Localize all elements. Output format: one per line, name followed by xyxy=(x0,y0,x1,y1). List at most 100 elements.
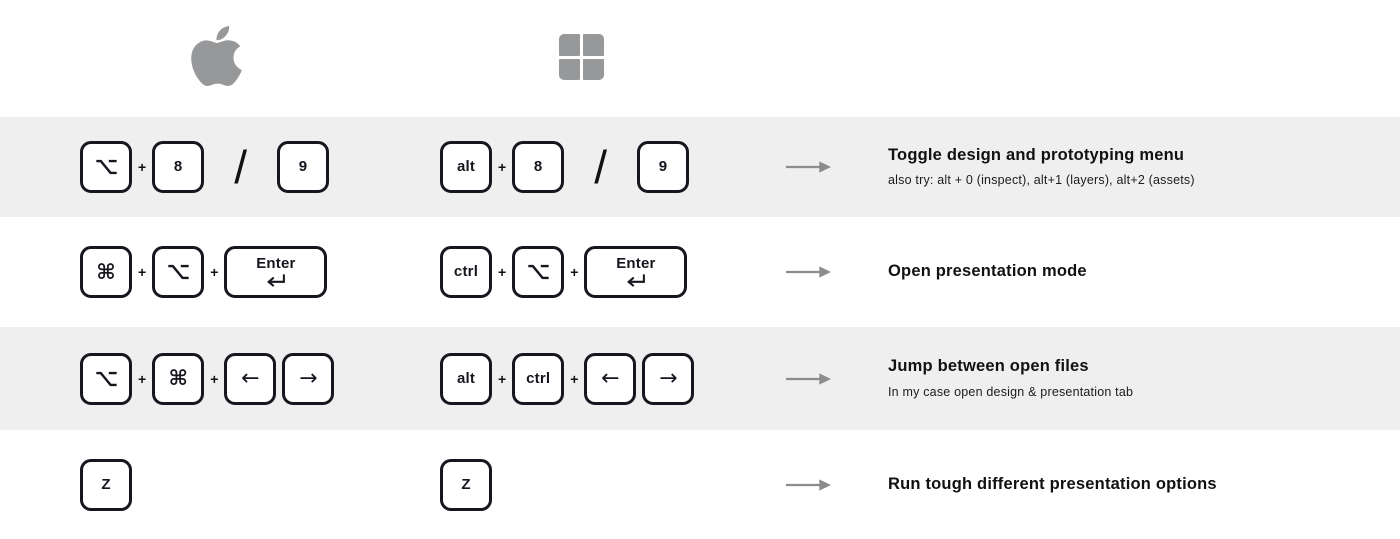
shortcut-subtitle: In my case open design & presentation ta… xyxy=(888,384,1134,399)
plus-separator: + xyxy=(138,370,147,387)
shortcut-description: Open presentation mode xyxy=(888,262,1400,282)
plus-separator: + xyxy=(498,264,507,280)
mac-keys: Z xyxy=(0,458,440,511)
windows-key-sequence: Z xyxy=(440,458,785,511)
windows-keys: alt +8 / 9 xyxy=(440,141,785,193)
shortcut-title: Toggle design and prototyping menu xyxy=(888,145,1185,164)
plus-separator: + xyxy=(570,370,579,387)
shortcut-row: Z Z Run tough different presentation optio… xyxy=(0,430,1400,539)
slash-separator: / xyxy=(594,141,607,193)
key-z: Z xyxy=(440,458,492,511)
command-icon: ⌘ xyxy=(168,366,188,390)
key-8: 8 xyxy=(152,141,205,193)
key-z: Z xyxy=(80,458,132,511)
option-icon xyxy=(527,264,550,280)
flow-arrow-cell xyxy=(785,371,888,387)
mac-key-sequence: + ⌘ + ← → xyxy=(80,352,440,405)
key-9-label: 9 xyxy=(298,158,308,176)
key-9: 9 xyxy=(276,141,329,193)
windows-keys: Z xyxy=(440,458,785,511)
plus-separator: + xyxy=(210,370,219,387)
plus-separator: + xyxy=(138,159,147,175)
slash-separator: / xyxy=(234,141,247,193)
key-option xyxy=(152,246,205,298)
key-9-label: 9 xyxy=(658,158,668,176)
key-9: 9 xyxy=(636,141,689,193)
key-command: ⌘ xyxy=(80,246,132,298)
mac-key-sequence: Z xyxy=(80,458,440,511)
key-enter-label: Enter xyxy=(256,255,296,273)
key-8-label: 8 xyxy=(173,158,183,176)
windows-key-sequence: alt + ctrl + ← → xyxy=(440,352,785,405)
return-icon xyxy=(263,273,288,288)
windows-keys: alt + ctrl + ← → xyxy=(440,352,785,405)
windows-logo-square xyxy=(583,58,604,80)
key-command: ⌘ xyxy=(152,352,205,405)
shortcut-description: Jump between open files In my case open d… xyxy=(888,357,1400,400)
key-option xyxy=(512,246,565,298)
key-z-label: Z xyxy=(101,475,111,493)
flow-arrow-cell xyxy=(785,477,888,493)
key-option xyxy=(80,141,132,193)
windows-keys: ctrl + + Enter xyxy=(440,246,785,298)
key-ctrl: ctrl xyxy=(440,246,492,298)
mac-key-sequence: ⌘++Enter xyxy=(80,246,440,298)
shortcut-description: Toggle design and prototyping menu also t… xyxy=(888,146,1400,189)
mac-keys: +8 / 9 xyxy=(0,141,440,193)
flow-arrow-cell xyxy=(785,264,888,280)
flow-arrow-icon xyxy=(785,264,832,280)
key-enter: Enter xyxy=(224,246,328,298)
key-option xyxy=(80,352,132,405)
option-icon xyxy=(95,371,118,387)
key-alt: alt xyxy=(440,141,492,193)
key-z-label: Z xyxy=(461,475,471,493)
windows-key-sequence: alt +8 / 9 xyxy=(440,141,785,193)
plus-separator: + xyxy=(498,370,507,387)
mac-key-sequence: +8 / 9 xyxy=(80,141,440,193)
key-alt: alt xyxy=(440,352,492,405)
flow-arrow-cell xyxy=(785,159,888,175)
flow-arrow-icon xyxy=(785,371,832,387)
shortcut-subtitle: also try: alt + 0 (inspect), alt+1 (laye… xyxy=(888,173,1195,188)
key-arrow-right: → xyxy=(282,352,335,405)
shortcut-row: ⌘++Enter ctrl + + Enter Open presentation mod… xyxy=(0,217,1400,327)
shortcut-title: Open presentation mode xyxy=(888,262,1087,281)
command-icon: ⌘ xyxy=(96,259,116,284)
windows-logo-square xyxy=(559,34,580,56)
plus-separator: + xyxy=(570,264,579,280)
platform-header xyxy=(0,0,1400,117)
shortcut-row: +8 / 9 alt +8 / 9 Toggle design and prototyping… xyxy=(0,117,1400,217)
option-icon xyxy=(167,264,190,280)
arrow-right-icon: → xyxy=(299,365,318,391)
key-ctrl-label: ctrl xyxy=(453,263,479,281)
key-alt-label: alt xyxy=(456,369,476,387)
plus-separator: + xyxy=(498,159,507,175)
windows-logo-square xyxy=(583,34,604,56)
flow-arrow-icon xyxy=(785,159,832,175)
key-arrow-left: ← xyxy=(584,352,637,405)
key-8-label: 8 xyxy=(533,158,543,176)
mac-keys: ⌘++Enter xyxy=(0,246,440,298)
key-enter: Enter xyxy=(584,246,688,298)
key-arrow-left: ← xyxy=(224,352,277,405)
key-alt-label: alt xyxy=(456,158,476,176)
key-enter-label: Enter xyxy=(616,255,656,273)
shortcut-rows: +8 / 9 alt +8 / 9 Toggle design and prototyping… xyxy=(0,117,1400,539)
mac-keys: + ⌘ + ← → xyxy=(0,352,440,405)
arrow-right-icon: → xyxy=(659,365,678,391)
shortcut-title: Jump between open files xyxy=(888,357,1089,376)
arrow-left-icon: ← xyxy=(241,365,260,391)
return-icon xyxy=(623,273,648,288)
flow-arrow-icon xyxy=(785,477,832,493)
windows-logo-square xyxy=(559,58,580,80)
option-icon xyxy=(95,159,118,175)
key-arrow-right: → xyxy=(642,352,695,405)
arrow-left-icon: ← xyxy=(601,365,620,391)
windows-logo xyxy=(559,34,604,80)
shortcut-title: Run tough different presentation options xyxy=(888,474,1217,493)
windows-key-sequence: ctrl + + Enter xyxy=(440,246,785,298)
key-8: 8 xyxy=(512,141,565,193)
key-ctrl: ctrl xyxy=(512,352,565,405)
